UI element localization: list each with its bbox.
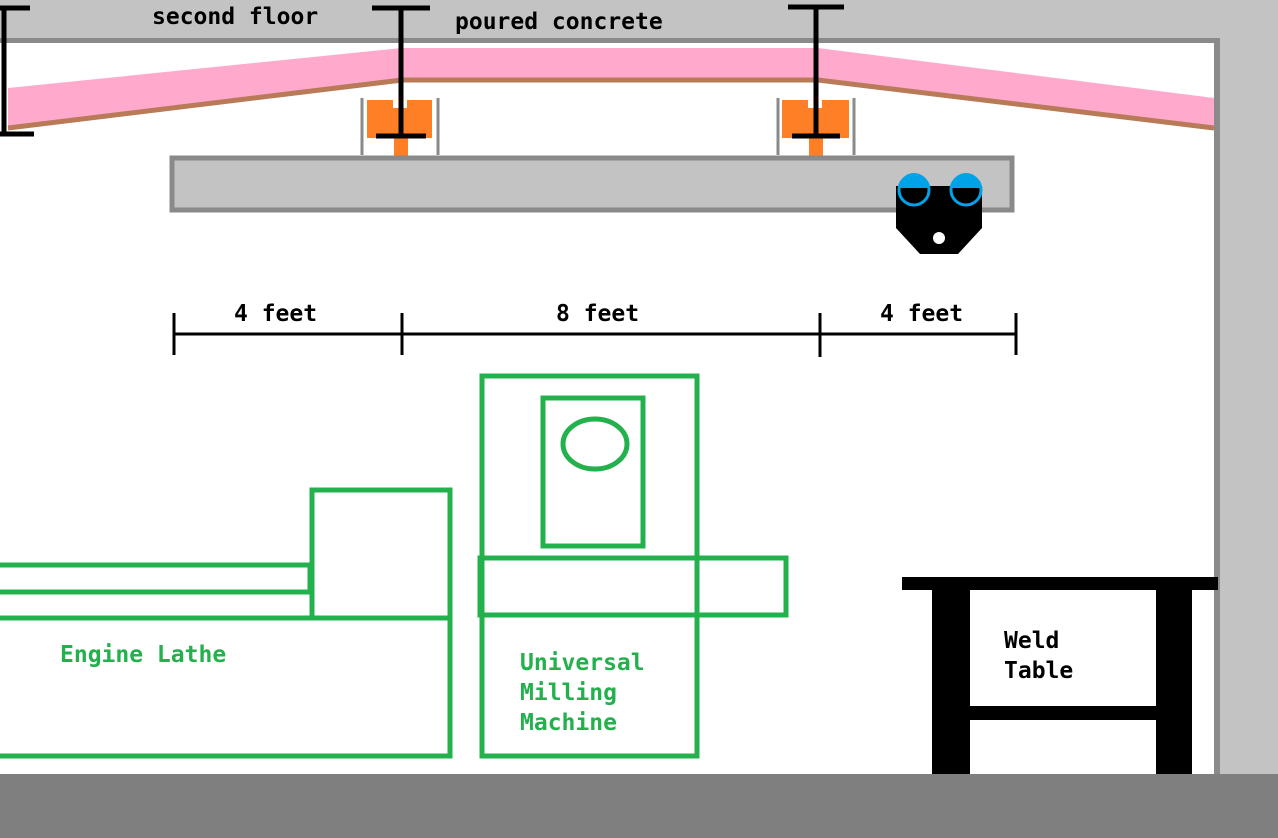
insulation-right	[818, 48, 1214, 128]
hoist	[896, 173, 983, 254]
right-wall-edge	[1214, 40, 1220, 775]
dimension-right-label: 4 feet	[880, 301, 963, 327]
dimension-line	[172, 313, 1018, 357]
dimension-left-label: 4 feet	[234, 301, 317, 327]
right-wall	[1220, 0, 1278, 775]
mill-label-line2: Milling	[520, 680, 617, 706]
floor	[0, 774, 1278, 838]
milling-machine	[477, 373, 789, 759]
weld-label-line2: Table	[1004, 658, 1073, 684]
ceiling-border	[0, 38, 1220, 43]
insulation-middle	[402, 48, 818, 80]
second-floor-label: second floor	[152, 4, 318, 30]
weld-label-line1: Weld	[1004, 628, 1059, 654]
mill-label-line3: Machine	[520, 710, 617, 736]
hanger-rod-right	[788, 4, 844, 139]
crane-beam	[169, 155, 1015, 213]
ceiling-slab	[0, 0, 1220, 40]
mill-label-line1: Universal	[520, 650, 645, 676]
joist-bottom-edge	[7, 77, 1215, 131]
engine-lathe	[0, 487, 453, 759]
insulation-left	[8, 48, 402, 128]
lathe-label: Engine Lathe	[60, 642, 226, 668]
weld-table	[902, 577, 1218, 778]
dimension-middle-label: 8 feet	[556, 301, 639, 327]
poured-concrete-label: poured concrete	[455, 9, 663, 35]
hanger-rod-left	[372, 5, 430, 139]
left-support	[0, 5, 34, 137]
